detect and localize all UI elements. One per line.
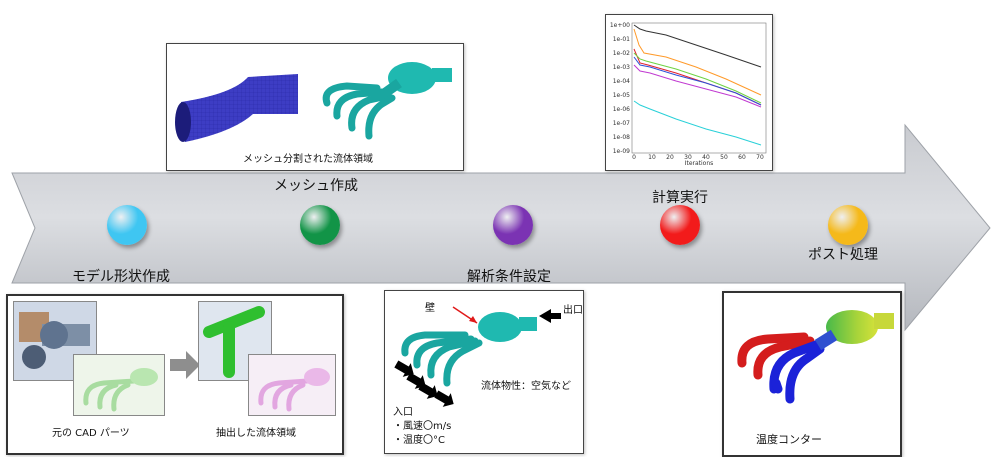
residual-line-magenta [633,64,762,108]
residual-chart-panel: 1e+00 1e-01 1e-02 1e-03 1e-04 1e-05 1e-06 1e-07… [605,14,773,171]
outlet-label: 出口 [563,305,583,316]
cad-part-image [13,301,97,381]
residual-ytick: 1e-06 [613,106,630,113]
step-2-dot [300,205,340,245]
residual-xtick: 50 [720,154,728,161]
post-caption: 温度コンター [756,433,822,446]
temperature-contour-image [737,310,894,404]
residual-ytick: 1e-04 [613,78,630,85]
manifold-mesh-image [322,62,452,140]
residual-line-orange [633,28,762,96]
step-3-label: 解析条件設定 [467,269,551,285]
residual-ytick: 1e+00 [610,22,630,29]
residual-xlabel: Iterations [685,160,714,167]
residual-xtick: 60 [738,154,746,161]
residual-xtick: 40 [702,154,710,161]
post-panel: 温度コンター [722,291,902,457]
fluid-property-label: 流体物性：空気など [481,381,571,392]
step-4-label: 計算実行 [652,190,708,206]
step-4-dot [660,205,700,245]
fluid-caption: 抽出した流体領域 [216,428,296,439]
step-5-label: ポスト処理 [808,247,878,263]
residual-ytick: 1e-02 [613,50,630,57]
residual-ytick: 1e-08 [613,134,630,141]
temperature-label: ・温度〇°C [393,435,445,446]
step-1-dot [107,205,147,245]
residual-line-green [633,52,762,104]
wall-label: 壁 [425,303,435,314]
residual-ytick: 1e-09 [613,148,630,155]
bc-manifold-image [394,306,561,407]
step-5-dot [828,205,868,245]
residual-line-cyan [633,100,762,146]
residual-ytick: 1e-05 [613,92,630,99]
residual-ytick: 1e-01 [613,36,630,43]
step-2-label: メッシュ作成 [274,178,358,194]
bc-panel: 壁 出口 流体物性：空気など 入口 ・風速〇m/s ・温度〇°C [384,290,584,454]
residual-xtick: 0 [632,154,636,161]
residual-xtick: 20 [666,154,674,161]
residual-xtick: 10 [648,154,656,161]
velocity-label: ・風速〇m/s [393,421,452,432]
residual-xtick: 70 [756,154,764,161]
residual-ytick: 1e-07 [613,120,630,127]
cad-caption: 元の CAD パーツ [52,428,130,439]
duct-mesh-image [175,74,298,142]
residual-line-black [633,24,762,68]
cad-manifold-image [73,354,165,416]
residual-line-blue [633,56,762,106]
inlet-label: 入口 [393,407,413,418]
mesh-panel: メッシュ分割された流体領域 [166,43,464,171]
mesh-caption: メッシュ分割された流体領域 [243,154,373,165]
fluid-manifold-image [248,354,336,416]
step-3-dot [493,205,533,245]
step-1-label: モデル形状作成 [72,269,170,285]
residual-chart: 1e+00 1e-01 1e-02 1e-03 1e-04 1e-05 1e-06 1e-07… [610,22,767,167]
convert-arrow [170,351,200,379]
residual-ytick: 1e-03 [613,64,630,71]
model-panel: 元の CAD パーツ 抽出した流体領域 [6,294,344,455]
residual-xtick: 30 [684,154,692,161]
